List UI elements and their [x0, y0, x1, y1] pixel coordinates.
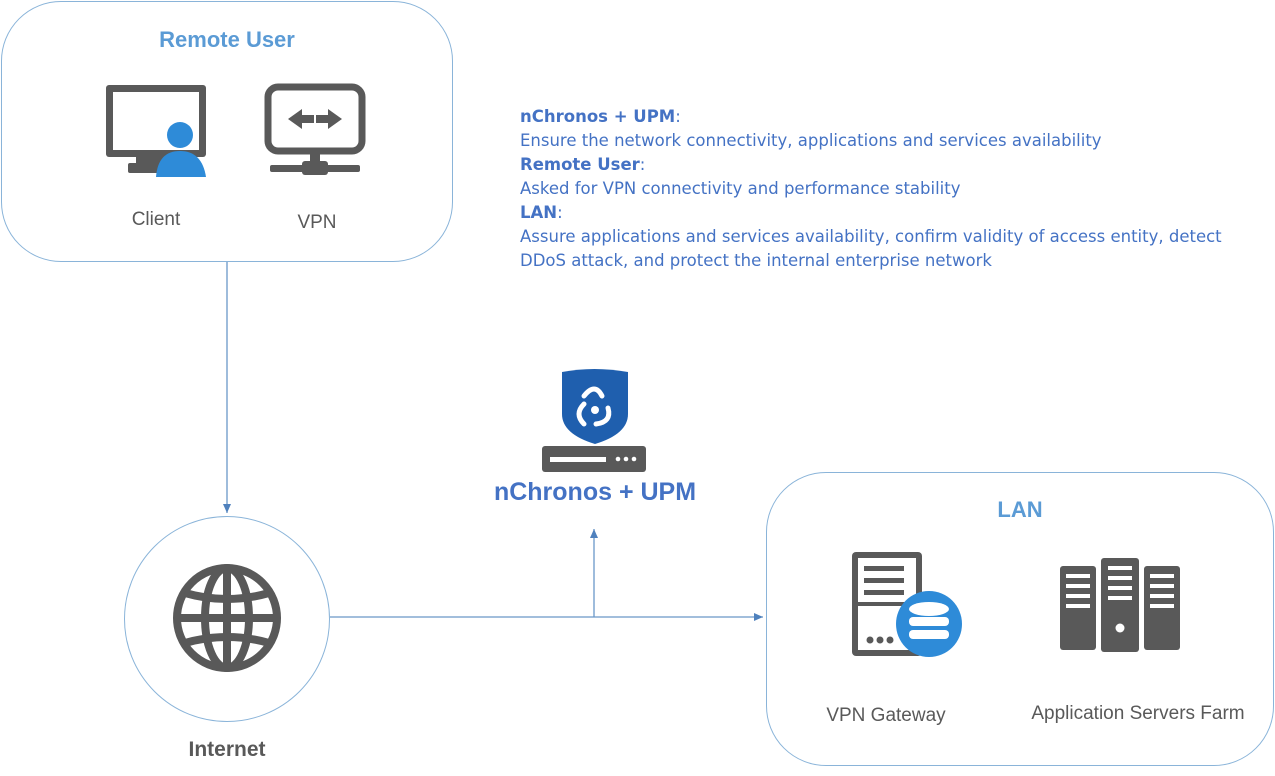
note-remote-text: Asked for VPN connectivity and performan… — [520, 179, 961, 198]
lan-title: LAN — [997, 497, 1043, 522]
colon: : — [675, 107, 681, 126]
note-upm-heading: nChronos + UPM — [520, 107, 676, 126]
vpn-icon — [264, 83, 366, 175]
note-lan-text-line1: Assure applications and services availab… — [520, 227, 1222, 246]
server-database-icon — [852, 552, 962, 657]
note-lan-heading: LAN — [520, 203, 558, 222]
vpn-label: VPN — [297, 212, 337, 233]
colon: : — [639, 155, 646, 174]
application-servers-farm-label: Application Servers Farm — [1031, 703, 1245, 724]
remote-user-box — [1, 1, 453, 262]
remote-user-title: Remote User — [159, 27, 295, 52]
server-farm-icon — [1060, 558, 1180, 652]
shield-appliance-icon — [542, 369, 646, 472]
globe-icon — [173, 564, 281, 672]
upm-title: nChronos + UPM — [493, 478, 697, 506]
monitor-user-icon — [106, 85, 206, 177]
note-upm-text: Ensure the network connectivity, applica… — [520, 131, 1102, 150]
lan-box — [766, 472, 1274, 766]
internet-label: Internet — [188, 738, 266, 761]
client-label: Client — [131, 209, 181, 230]
vpn-gateway-label: VPN Gateway — [826, 705, 946, 726]
note-remote-heading: Remote User — [520, 155, 640, 174]
description-notes: nChronos + UPM: Ensure the network conne… — [520, 105, 1260, 273]
colon: : — [557, 203, 563, 222]
note-lan-text-line2: DDoS attack, and protect the internal en… — [520, 251, 992, 270]
